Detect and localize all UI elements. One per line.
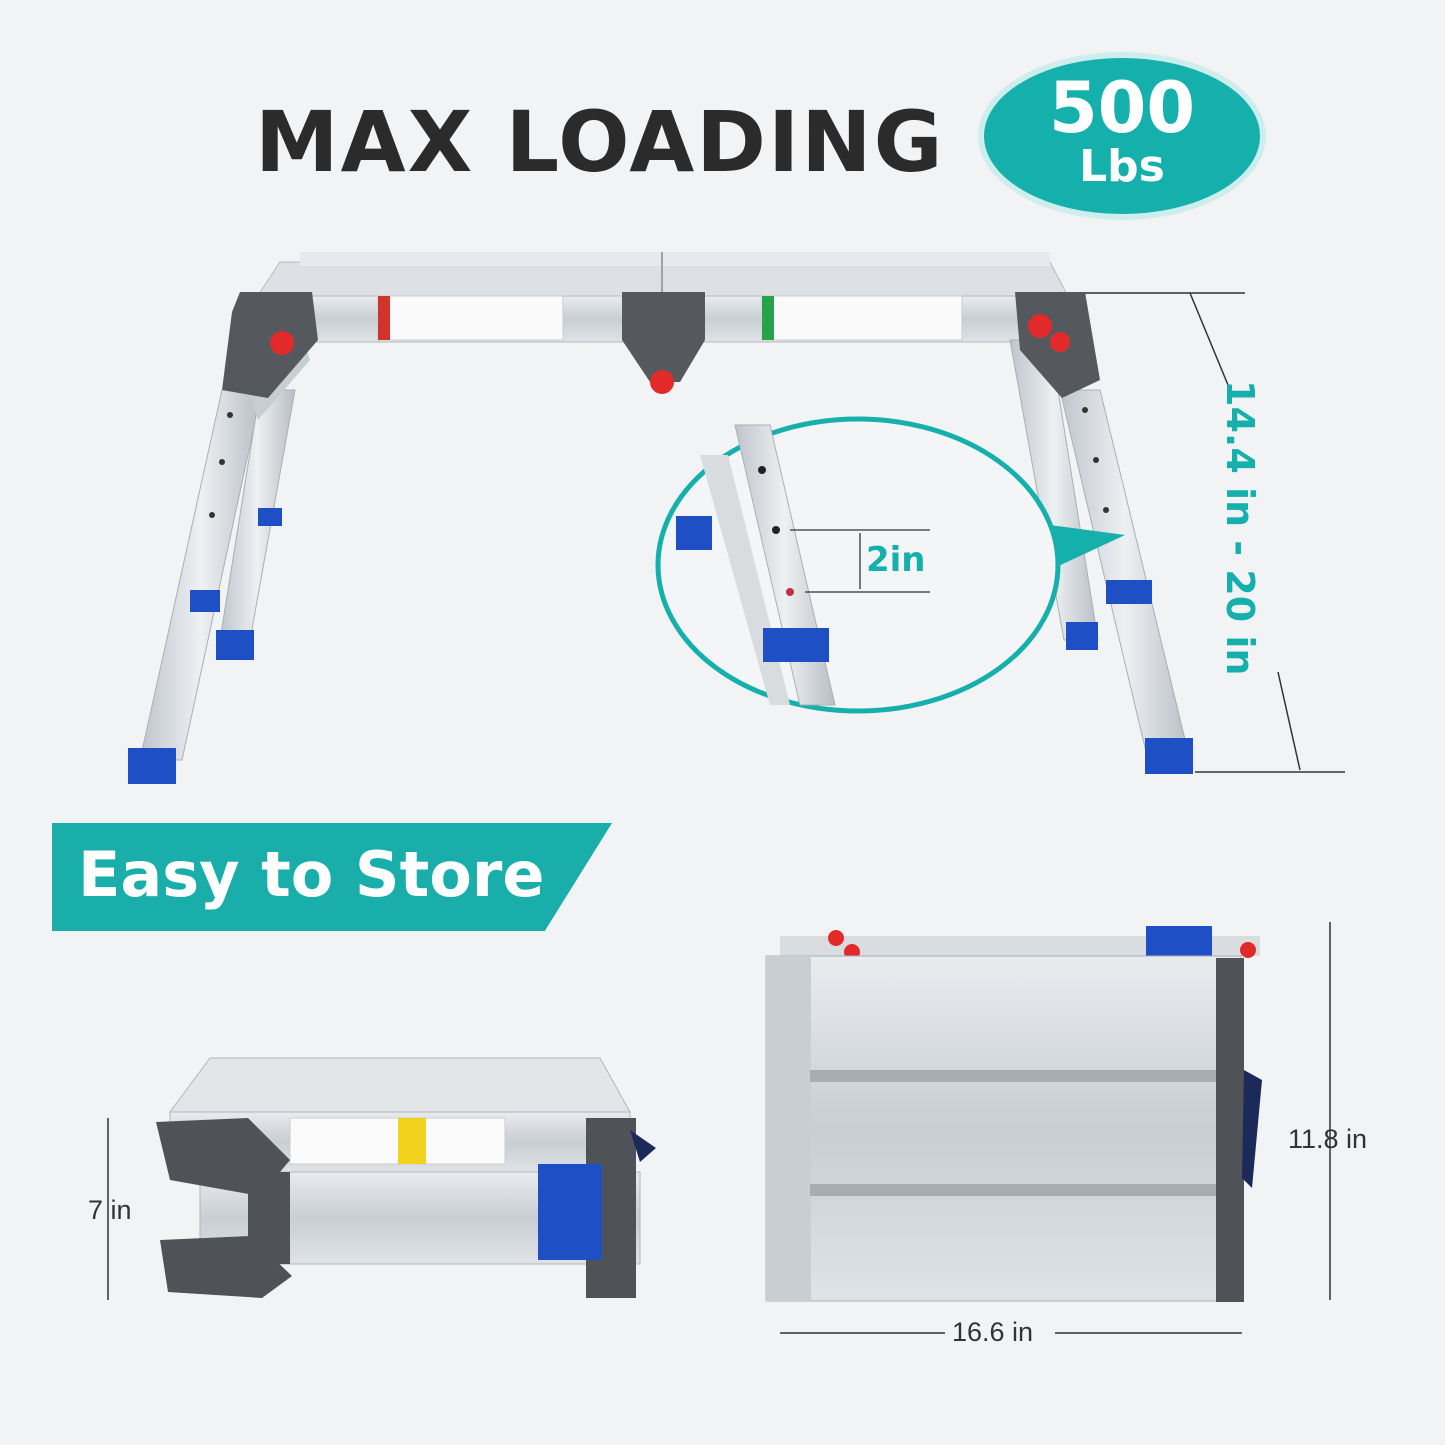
easy-to-store-banner [52,823,612,931]
max-load-unit: Lbs [1079,141,1165,192]
folded-front-view [765,926,1262,1302]
height-dimension-lines [1085,292,1345,773]
headline: MAX LOADING [255,93,945,191]
front-width-label: 16.6 in [952,1317,1034,1347]
front-dimension-lines [780,922,1331,1334]
side-height-label: 7 in [88,1195,132,1225]
front-height-label: 11.8 in [1288,1124,1368,1154]
max-load-badge: 500 Lbs [978,52,1266,220]
max-load-value: 500 [1048,67,1196,149]
platform-ladder [128,252,1193,784]
folded-side-view [156,1057,656,1298]
height-range-label: 14.4 in - 20 in [1218,380,1262,676]
zoom-detail [655,416,1125,714]
banner-text: Easy to Store [78,838,545,911]
hole-spacing-label: 2in [866,540,926,580]
